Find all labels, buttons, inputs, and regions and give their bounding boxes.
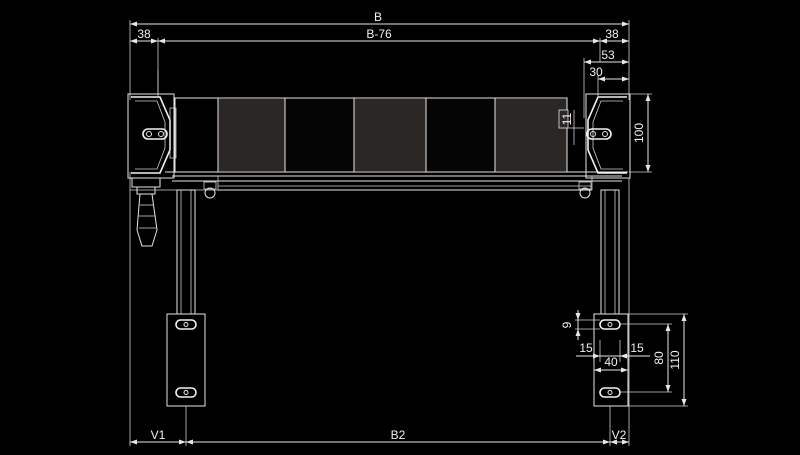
dim-53: 53 — [601, 48, 615, 62]
left-plate-slot-top — [175, 319, 197, 330]
dim-v2: V2 — [612, 428, 627, 442]
left-support-leg — [166, 189, 206, 407]
belt-panel-4 — [426, 99, 495, 171]
frame-rail — [129, 171, 628, 191]
dim-15-right: 15 — [630, 341, 644, 355]
belt-panel-1 — [218, 99, 285, 171]
right-plate-slot-top — [599, 319, 621, 330]
leveling-foot — [136, 193, 158, 247]
right-end-bracket — [558, 93, 631, 199]
dim-11: 11 — [560, 112, 574, 125]
dimension-lines-bottom — [129, 178, 630, 446]
right-support-leg — [593, 189, 629, 407]
conveyor-body — [174, 97, 568, 173]
dim-left-38: 38 — [137, 27, 151, 41]
dimension-lines-top — [129, 20, 652, 173]
dim-80: 80 — [652, 351, 666, 365]
dim-100: 100 — [632, 123, 646, 143]
belt-panel-2 — [285, 99, 354, 171]
right-slot-icon — [586, 128, 612, 140]
dim-v1: V1 — [151, 428, 166, 442]
dim-15-left: 15 — [579, 341, 593, 355]
right-mounting-plate — [593, 313, 629, 407]
dim-9: 9 — [560, 321, 574, 328]
dim-40: 40 — [604, 355, 618, 369]
left-plate-slot-bottom — [175, 387, 197, 398]
dim-110: 110 — [668, 350, 682, 369]
left-end-bracket — [127, 70, 217, 247]
dimension-labels: B 38 B-76 38 53 30 100 11 V1 B2 V2 9 15 … — [137, 10, 682, 442]
dim-b: B — [374, 10, 382, 24]
plate-dimensions — [575, 310, 688, 407]
dim-b2: B2 — [391, 428, 406, 442]
dim-b-76: B-76 — [366, 27, 392, 41]
dim-right-38: 38 — [605, 27, 619, 41]
dim-30: 30 — [589, 65, 603, 79]
belt-panel-5 — [495, 99, 567, 171]
left-mounting-plate — [166, 313, 206, 407]
left-slot-icon — [142, 128, 168, 140]
belt-panel-3 — [354, 99, 426, 171]
right-plate-slot-bottom — [599, 387, 621, 398]
